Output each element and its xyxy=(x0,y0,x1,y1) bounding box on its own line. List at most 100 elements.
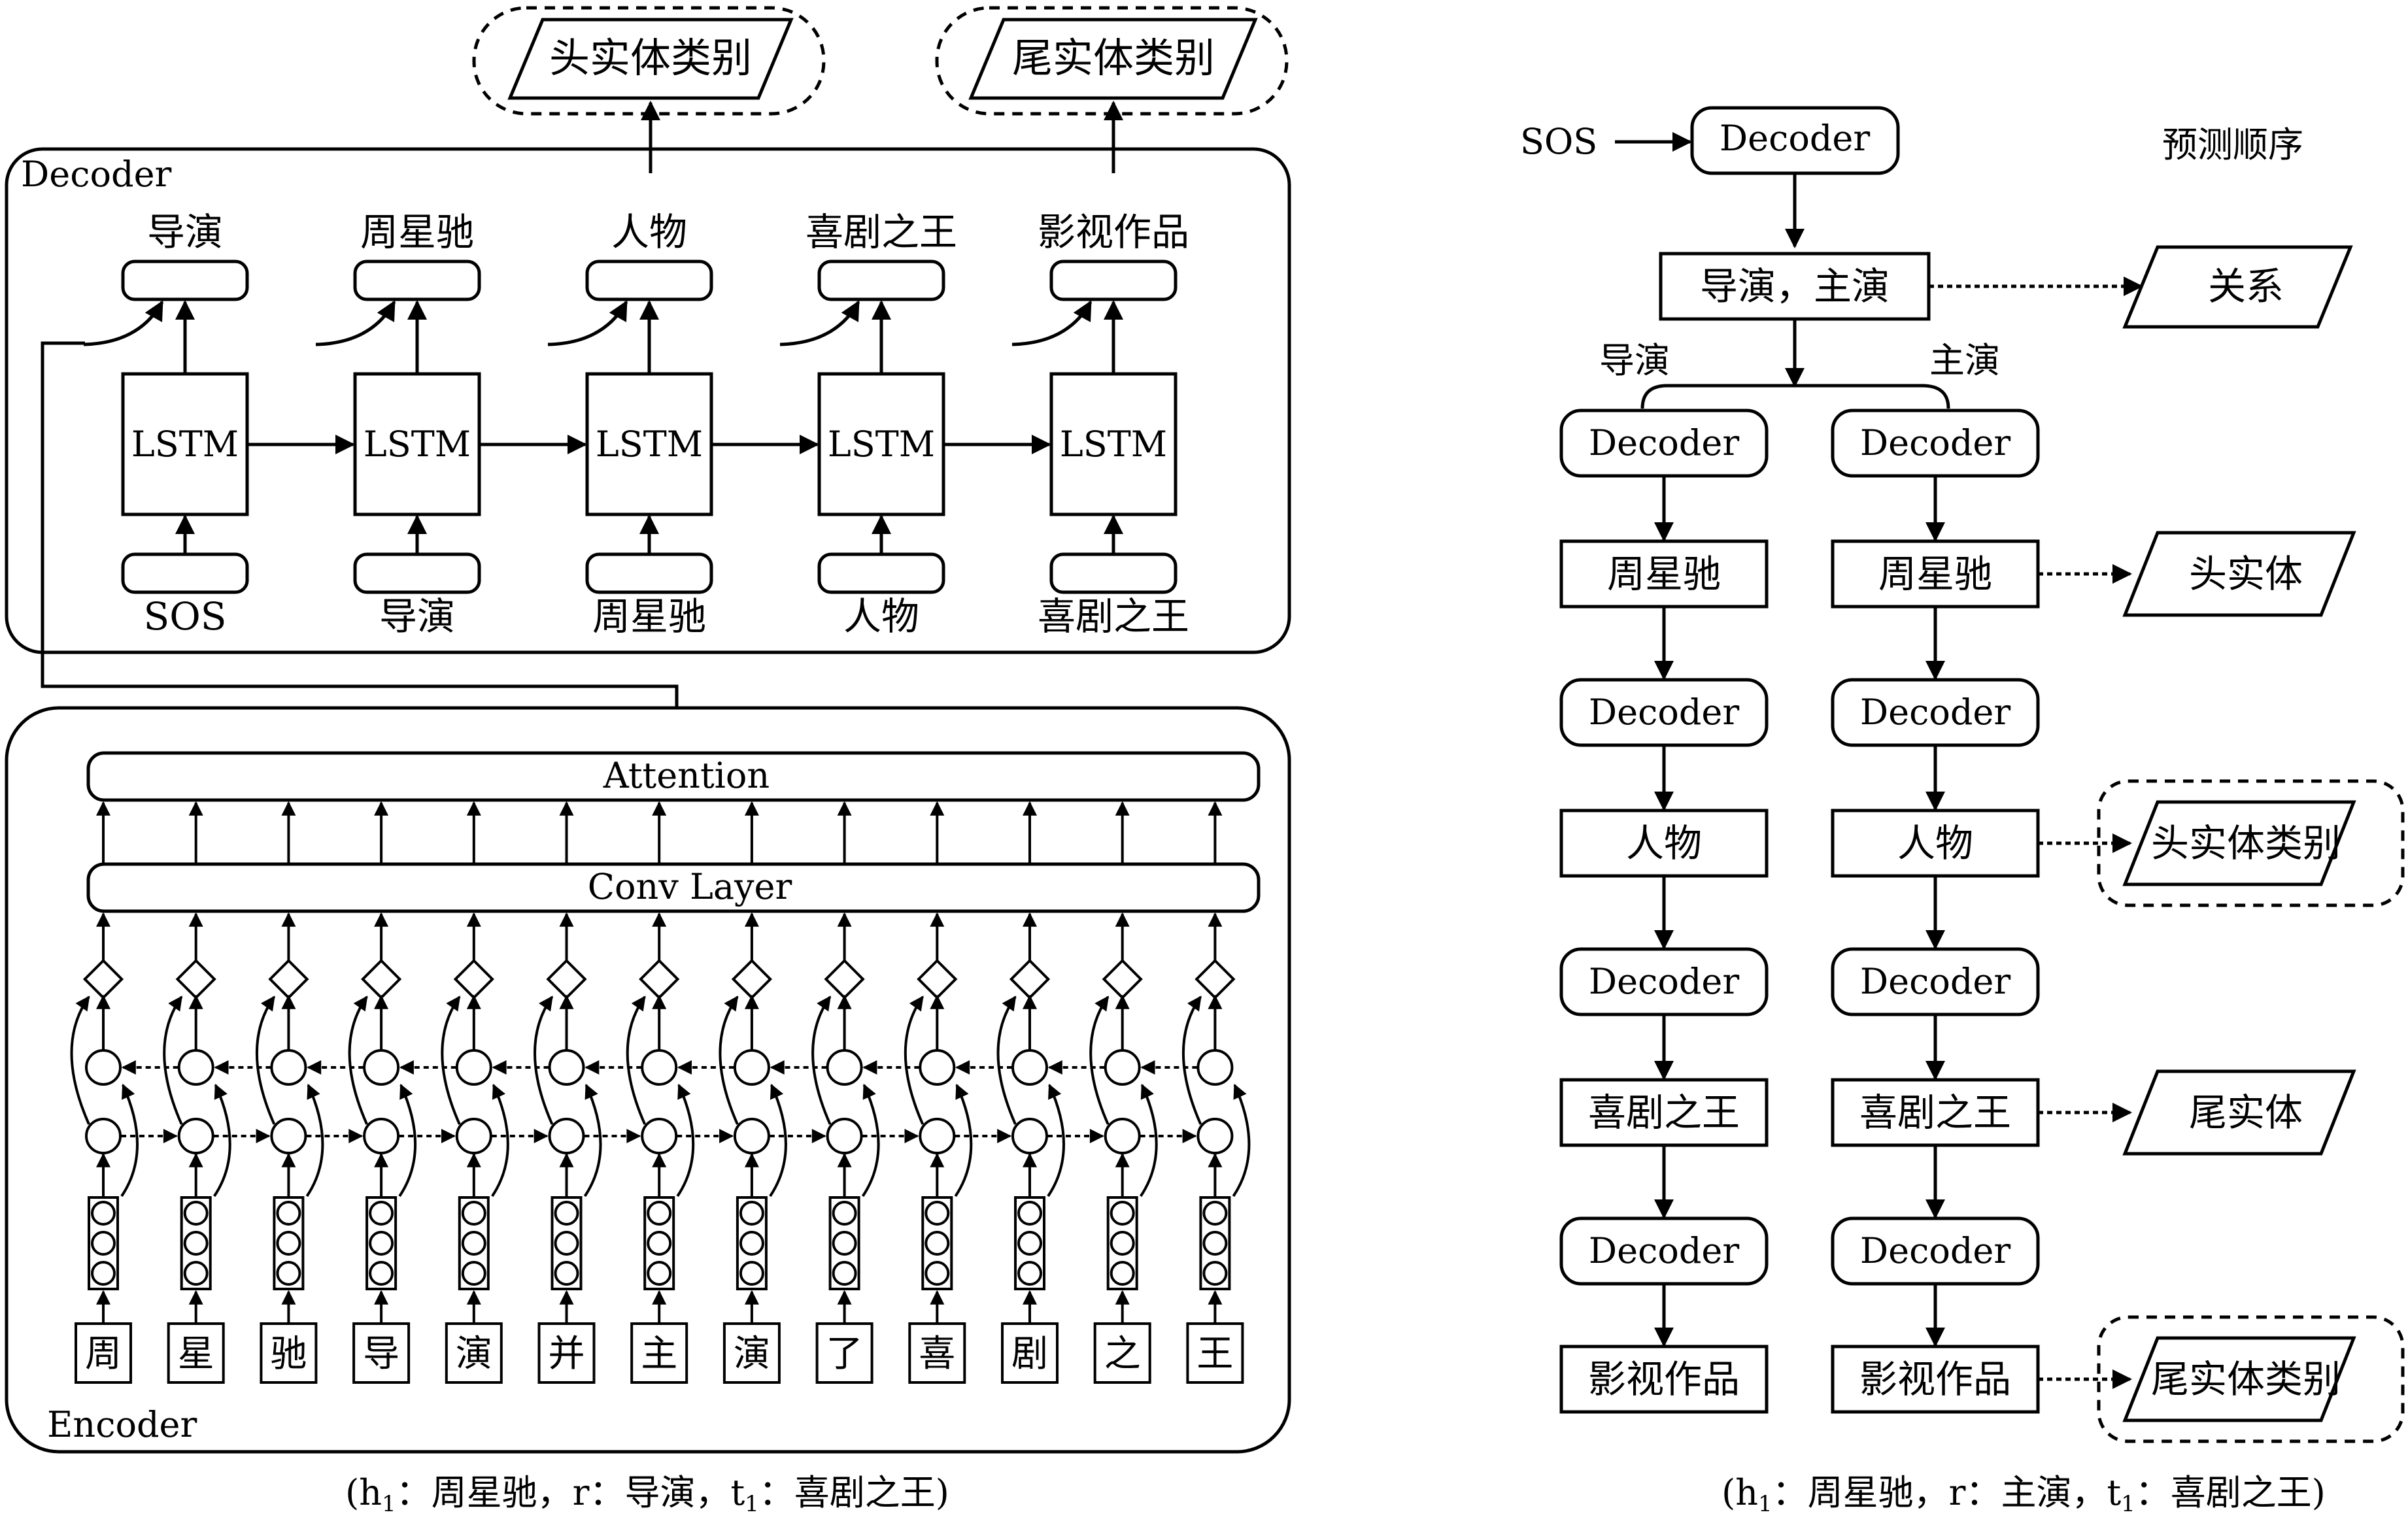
skip-arrow xyxy=(534,996,554,1125)
decoder-input-slot xyxy=(817,552,945,594)
backward-lstm-node xyxy=(548,1049,585,1086)
entity-label: 人物 xyxy=(1626,821,1702,865)
forward-lstm-node xyxy=(177,1118,214,1154)
decoder-output-label: 影视作品 xyxy=(1038,210,1189,254)
embedding-dim xyxy=(276,1261,301,1286)
decoder-input-slot xyxy=(353,552,481,594)
relation-pair-text: 导演，主演 xyxy=(1700,264,1890,309)
attention-label: Attention xyxy=(603,755,770,796)
decoder-output-label: 喜剧之王 xyxy=(805,210,957,254)
embed-to-backward-arrow xyxy=(583,1083,602,1197)
forward-lstm-node xyxy=(455,1118,492,1154)
lstm-cell xyxy=(817,372,945,516)
encoder-step: 并 xyxy=(534,801,642,1384)
token-char: 演 xyxy=(456,1333,492,1375)
embedding-dim xyxy=(1110,1201,1135,1226)
side-output: 尾实体类别 xyxy=(2038,1315,2405,1443)
decoder-input-label: 喜剧之王 xyxy=(1038,594,1189,639)
decoder-output-slot xyxy=(817,259,945,301)
encoder-step: 星 xyxy=(163,801,271,1384)
token-char: 剧 xyxy=(1011,1333,1048,1375)
conv-layer-label: Conv Layer xyxy=(588,866,792,907)
embedding-dim xyxy=(554,1201,579,1226)
token-char: 王 xyxy=(1196,1333,1233,1375)
decoder-input-label: SOS xyxy=(143,594,226,639)
decoder-step-label: Decoder xyxy=(1589,422,1740,463)
decoder-step-label: Decoder xyxy=(1589,692,1740,733)
embedding-dim xyxy=(461,1201,486,1226)
decoder-output-label: 人物 xyxy=(611,210,687,254)
head-type-output: 头实体类别 xyxy=(472,6,826,116)
merge-diamond xyxy=(546,958,587,1000)
token-box xyxy=(167,1322,225,1384)
token-char: 驰 xyxy=(270,1333,307,1375)
forward-lstm-node xyxy=(548,1118,585,1154)
merge-diamond xyxy=(360,958,402,1000)
forward-lstm-node xyxy=(85,1118,122,1154)
side-output: 头实体 xyxy=(2038,531,2356,617)
skip-arrow xyxy=(904,996,924,1125)
skip-arrow xyxy=(719,996,739,1125)
attention-arrow xyxy=(1011,300,1093,346)
skip-arrow xyxy=(626,996,647,1125)
backward-lstm-node xyxy=(270,1049,307,1086)
lstm-cell xyxy=(121,372,249,516)
embedding-dim xyxy=(924,1201,950,1226)
embed-to-backward-arrow xyxy=(954,1083,973,1197)
left-chain: Decoder周星驰Decoder人物Decoder喜剧之王Decoder影视作… xyxy=(1559,409,1769,1414)
skip-arrow xyxy=(1089,996,1110,1125)
attention-arrow xyxy=(83,300,164,346)
tail-type-label: 尾实体类别 xyxy=(1012,34,1215,82)
token-box xyxy=(260,1322,318,1384)
encoder-title: Encoder xyxy=(47,1404,197,1445)
branch-left-label: 导演 xyxy=(1599,340,1670,381)
decoder-output-label: 导演 xyxy=(147,210,223,254)
embedding-dim xyxy=(832,1261,857,1286)
forward-lstm-node xyxy=(733,1118,770,1154)
encoder-step: 演 xyxy=(719,801,827,1384)
encoder-step: 王 xyxy=(1182,801,1251,1384)
embedding-dim xyxy=(1017,1201,1042,1226)
entity-box xyxy=(1559,1345,1769,1414)
embedding-dim xyxy=(1202,1201,1228,1226)
side-output-label: 尾实体 xyxy=(2189,1090,2303,1135)
token-char: 喜 xyxy=(919,1333,955,1375)
decoder-step-label: Decoder xyxy=(1589,1230,1740,1271)
forward-lstm-node xyxy=(363,1118,400,1154)
lstm-label: LSTM xyxy=(131,424,239,465)
merge-diamond xyxy=(1102,958,1143,1000)
prediction-order-label: 预测顺序 xyxy=(2162,124,2303,165)
decoder-output-label: 周星驰 xyxy=(360,210,474,254)
embedding-dim xyxy=(276,1231,301,1256)
embedding-dim xyxy=(1017,1261,1042,1286)
token-box xyxy=(815,1322,873,1384)
attention-context-wire xyxy=(41,341,679,708)
decoder-input-slot xyxy=(1049,552,1178,594)
token-char: 星 xyxy=(178,1333,214,1375)
token-char: 主 xyxy=(641,1333,677,1375)
decoder-output-slot xyxy=(1049,259,1178,301)
decoder-step-label: Decoder xyxy=(1589,961,1740,1002)
entity-label: 人物 xyxy=(1897,821,1973,865)
decoder-step-label: Decoder xyxy=(1860,1230,2011,1271)
forward-lstm-node xyxy=(1011,1118,1048,1154)
embed-to-backward-arrow xyxy=(1232,1083,1251,1197)
merge-diamond xyxy=(731,958,773,1000)
embedding-dim xyxy=(183,1261,209,1286)
encoder-step: 了 xyxy=(811,801,920,1384)
entity-label: 喜剧之王 xyxy=(1588,1090,1740,1135)
merge-diamond xyxy=(1195,958,1236,1000)
embedding-dim xyxy=(369,1261,394,1286)
encoder-step: 之 xyxy=(1089,801,1198,1384)
embedding-dim xyxy=(461,1261,486,1286)
entity-box xyxy=(1831,1345,2040,1414)
attention-arrow xyxy=(315,300,396,346)
backward-lstm-node xyxy=(1011,1049,1048,1086)
branch-right-label: 主演 xyxy=(1929,340,2000,381)
skip-arrow xyxy=(441,996,461,1125)
decoder-input-slot xyxy=(121,552,249,594)
token-box xyxy=(908,1322,966,1384)
entity-label: 周星驰 xyxy=(1878,552,1992,596)
decoder-step: 导演 LSTM SOS xyxy=(83,210,355,639)
